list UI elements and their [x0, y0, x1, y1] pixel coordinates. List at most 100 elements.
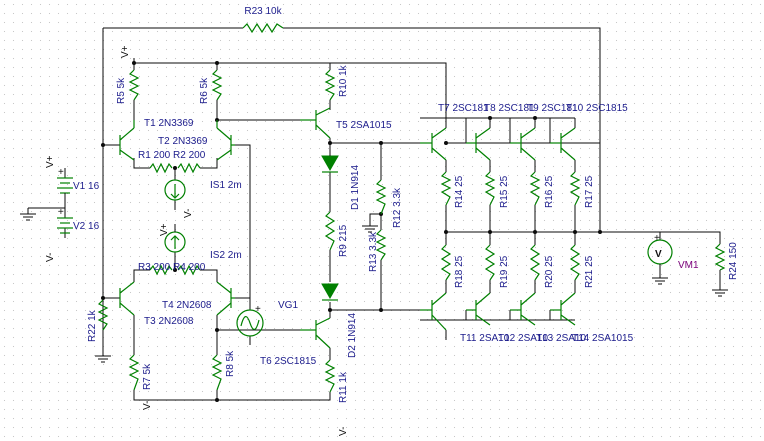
- label-v1: V1 16: [73, 181, 100, 192]
- resistor-r7: [128, 354, 140, 391]
- resistor-r5: [128, 69, 140, 101]
- battery-v2: [57, 217, 73, 234]
- label-t2: T2 2N3369: [158, 136, 208, 147]
- resistor-r18: [440, 244, 452, 281]
- resistor-r11: [324, 359, 336, 393]
- label-t9: T9 2SC181: [527, 103, 578, 114]
- label-r15: R15 25: [499, 175, 510, 208]
- label-plus: +: [58, 207, 64, 218]
- resistor-r1: [149, 162, 173, 174]
- ground-icon: [20, 207, 40, 221]
- voltmeter-vm1: [647, 239, 673, 272]
- label-r12: R12 3.3k: [392, 187, 403, 228]
- transistor-t11: [420, 292, 447, 331]
- ground-icon: [362, 222, 378, 233]
- diode-d2: [321, 283, 339, 301]
- label-t14: T14 2SA1015: [572, 333, 634, 344]
- label-vplus: V+: [120, 45, 131, 58]
- label-r21: R21 25: [584, 255, 595, 288]
- resistor-r2: [177, 162, 201, 174]
- transistor-t4: [216, 281, 235, 316]
- diodes: [321, 150, 339, 301]
- transistor-t14: [550, 292, 576, 326]
- component-labels: R23 10k R5 5k R6 5k R10 1k T1 2N3369 T2 …: [73, 6, 739, 403]
- label-r1-r2: R1 200 R2 200: [138, 150, 206, 161]
- label-v2: V2 16: [73, 221, 100, 232]
- resistor-r21: [569, 244, 581, 281]
- label-vminus: V-: [183, 209, 194, 218]
- label-r9: R9 215: [338, 224, 349, 257]
- label-r18: R18 25: [454, 255, 465, 288]
- label-plus: +: [58, 167, 64, 178]
- label-vminus: V-: [142, 401, 153, 410]
- label-r23: R23 10k: [244, 6, 282, 17]
- label-t12: T12 2SA10: [498, 333, 548, 344]
- resistor-r8: [211, 354, 223, 391]
- transistors: [119, 107, 576, 360]
- ground-symbols: [20, 207, 728, 363]
- current-source-is1: [164, 179, 186, 201]
- resistor-r4: [177, 264, 201, 276]
- label-r8: R8 5k: [225, 350, 236, 377]
- resistor-r6: [211, 69, 223, 101]
- label-d2: D2 1N914: [347, 313, 358, 358]
- resistor-r23: [242, 22, 284, 34]
- resistor-r10: [324, 69, 336, 101]
- label-t8: T8 2SC181: [484, 103, 535, 114]
- transistor-t3: [119, 281, 135, 316]
- ground-icon: [95, 350, 111, 363]
- resistor-r24: [714, 243, 726, 271]
- label-d1: D1 1N914: [350, 165, 361, 210]
- label-vplus: V+: [45, 155, 56, 168]
- label-plus: +: [654, 233, 660, 244]
- label-r19: R19 25: [499, 255, 510, 288]
- battery-v1: [57, 177, 73, 198]
- label-r16: R16 25: [544, 175, 555, 208]
- label-r5: R5 5k: [116, 77, 127, 104]
- label-r20: R20 25: [544, 255, 555, 288]
- resistor-r22: [97, 299, 109, 331]
- ground-icon: [652, 272, 668, 285]
- supply-labels: V+ V+ V+ V- V- V- V- + + + + V: [45, 45, 662, 436]
- sources: [57, 177, 673, 337]
- transistor-t1: [119, 120, 135, 161]
- label-is1: IS1 2m: [210, 180, 242, 191]
- label-plus: +: [255, 304, 261, 315]
- transistor-t6: [300, 317, 331, 360]
- label-vminus: V-: [45, 253, 56, 262]
- label-t4: T4 2N2608: [162, 300, 212, 311]
- meter-v-glyph: V: [655, 249, 662, 260]
- label-r7: R7 5k: [142, 363, 153, 390]
- label-r10: R10 1k: [338, 64, 349, 97]
- ground-icon: [712, 285, 728, 297]
- transistor-t10: [550, 118, 576, 161]
- junction-dots: [101, 61, 602, 402]
- resistor-r20: [529, 244, 541, 281]
- label-vm1: VM1: [678, 260, 699, 271]
- label-t6: T6 2SC1815: [260, 356, 317, 367]
- resistor-r13: [375, 229, 387, 261]
- signal-generator-vg1: [236, 309, 264, 337]
- diode-d1: [321, 150, 339, 173]
- label-t3: T3 2N2608: [144, 316, 194, 327]
- resistors: [97, 22, 726, 393]
- label-t7: T7 2SC181: [438, 103, 489, 114]
- label-vg1: VG1: [278, 300, 298, 311]
- label-is2: IS2 2m: [210, 250, 242, 261]
- label-vminus: V-: [338, 427, 349, 436]
- transistor-t2: [216, 120, 235, 161]
- transistor-t8: [466, 118, 491, 161]
- label-t11: T11 2SA10: [460, 333, 510, 344]
- label-r13: R13 3.3k: [368, 231, 379, 272]
- current-source-is2: [164, 224, 186, 253]
- label-t13: T13 2SA10: [536, 333, 586, 344]
- wires: [40, 27, 721, 401]
- transistor-t9: [510, 118, 536, 161]
- label-r14: R14 25: [454, 175, 465, 208]
- label-t10: T10 2SC1815: [566, 103, 628, 114]
- label-r22: R22 1k: [87, 309, 98, 342]
- label-r6: R6 5k: [199, 77, 210, 104]
- resistor-r9: [324, 211, 336, 251]
